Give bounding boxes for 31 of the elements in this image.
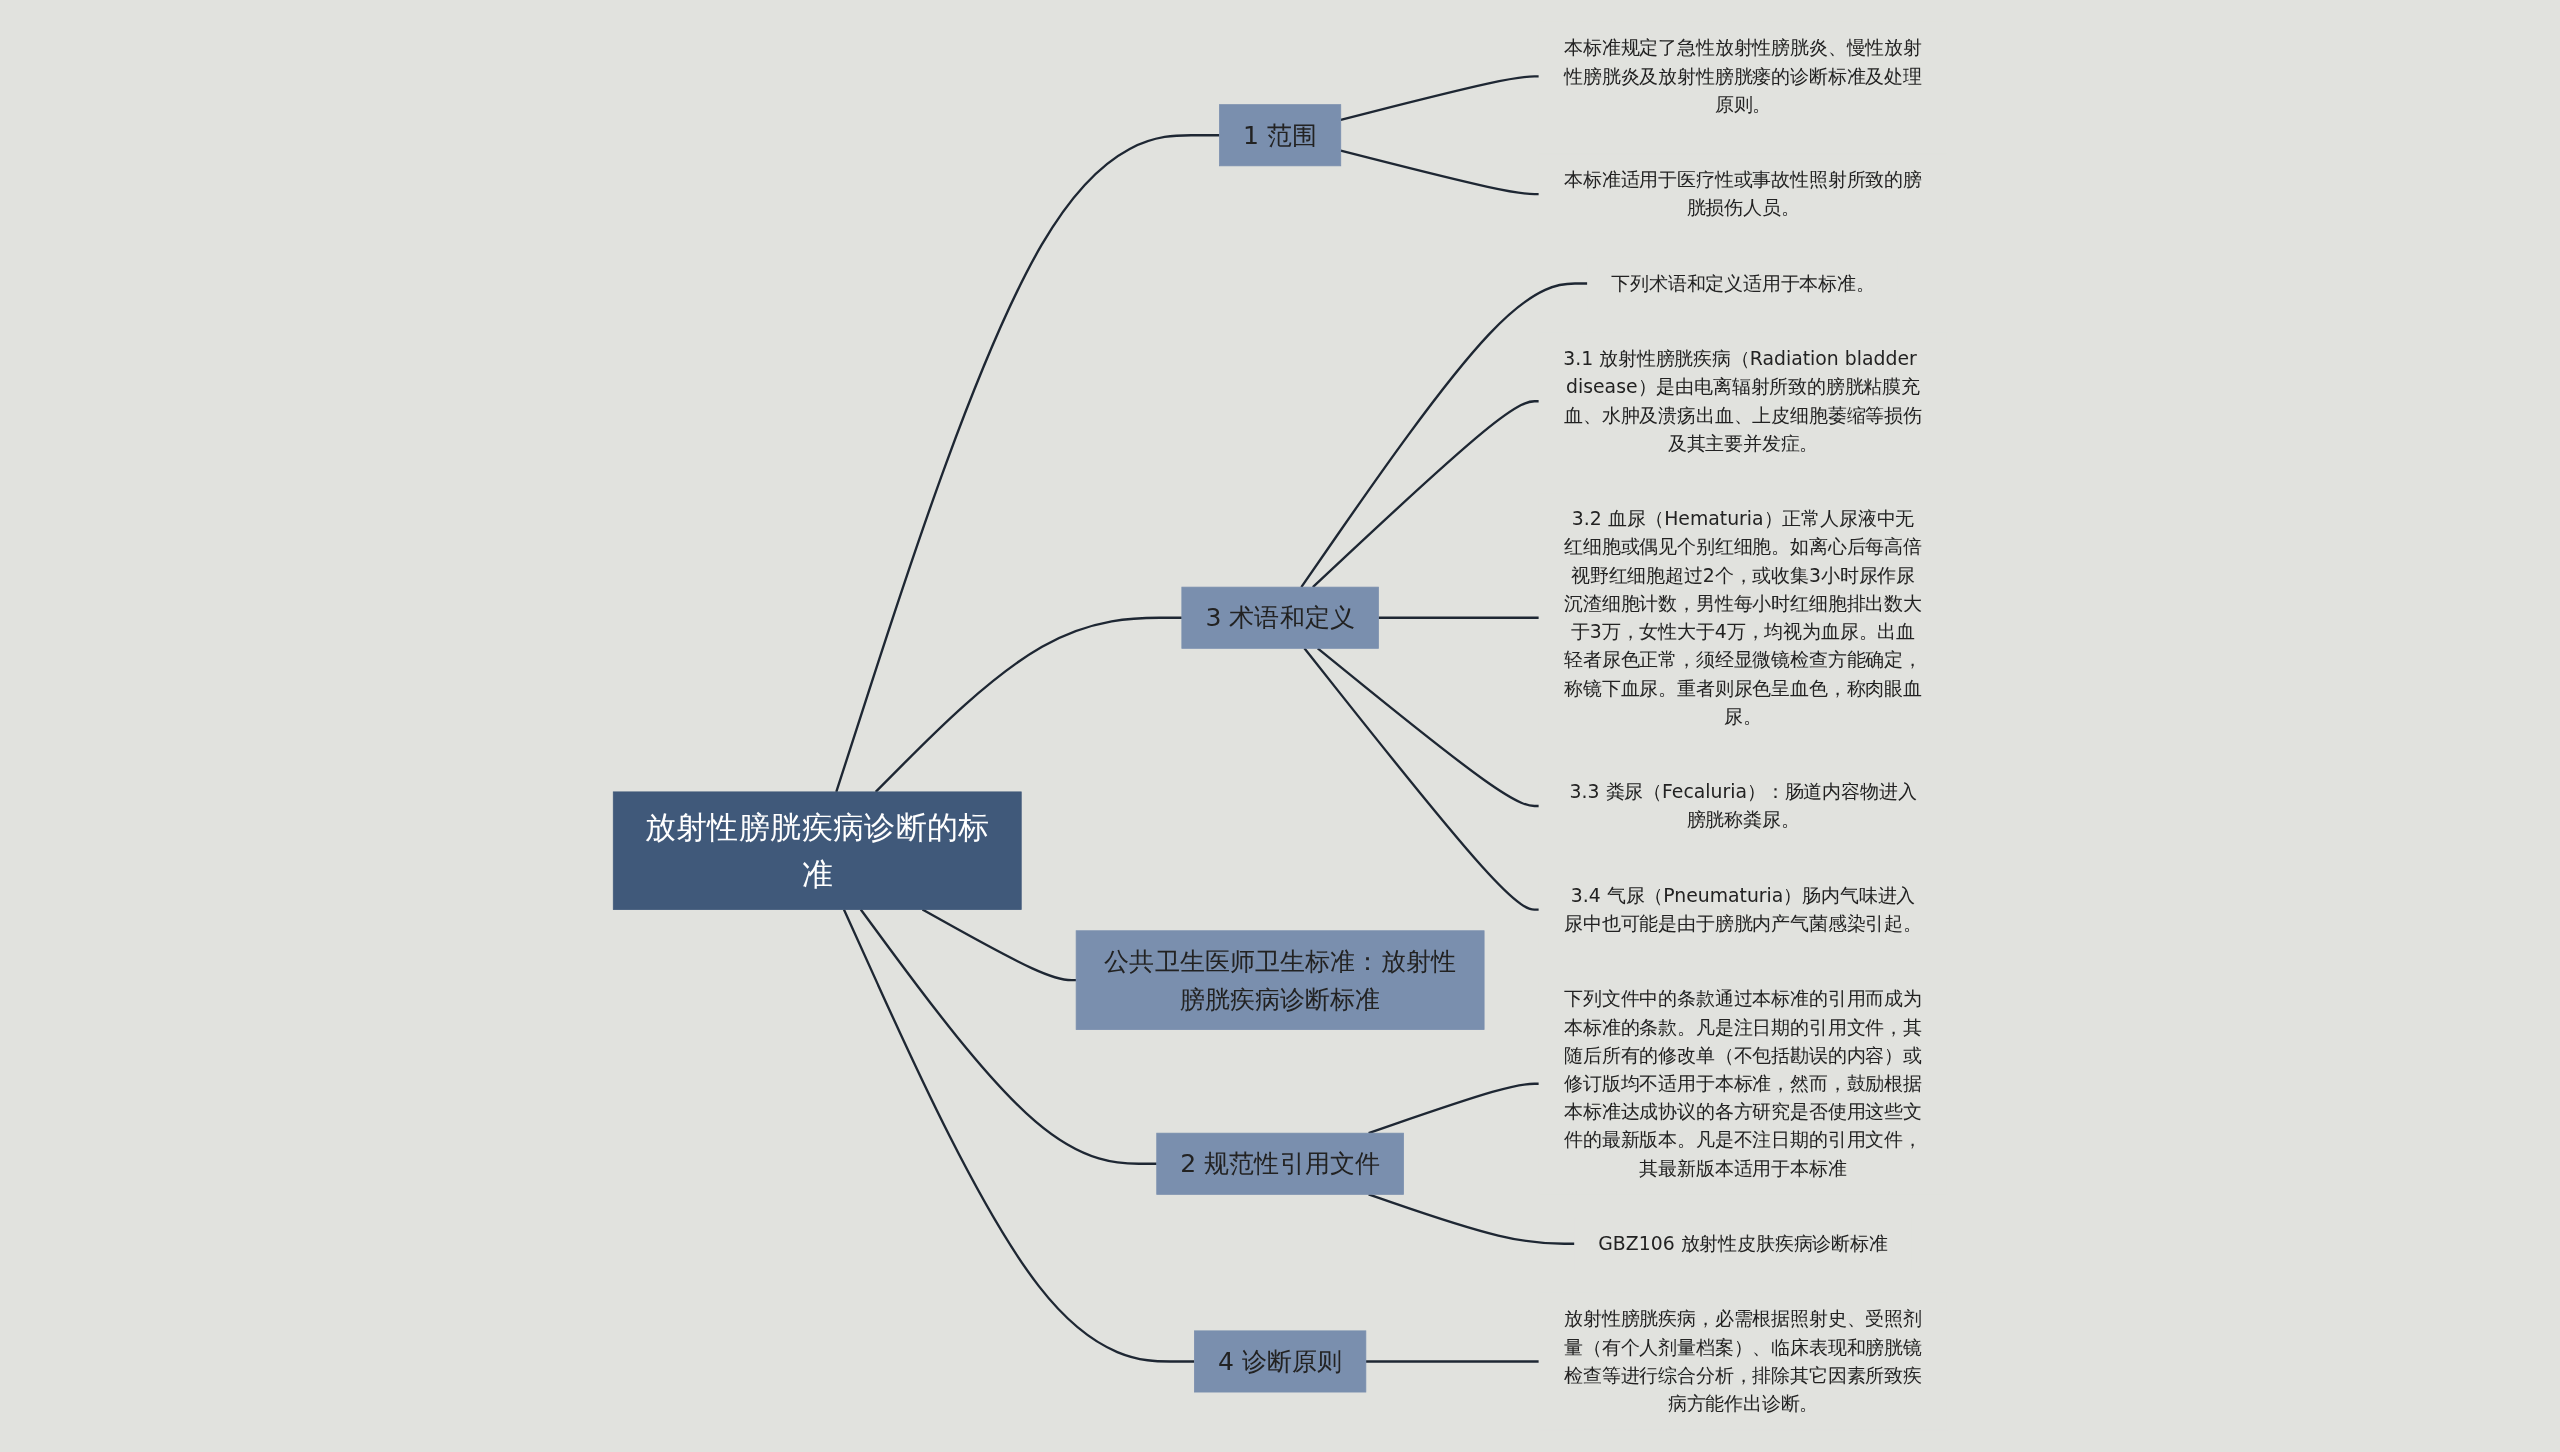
connector bbox=[1368, 1193, 1575, 1245]
connector bbox=[842, 909, 1195, 1363]
node-box: 公共卫生医师卫生标准：放射性膀胱疾病诊断标准 bbox=[1075, 930, 1485, 1030]
node-text: 放射性膀胱疾病，必需根据照射史、受照剂量（有个人剂量档案）、临床表现和膀胱镜检查等进行综合分析，排除其它因素所致疾病方能作出诊断。 bbox=[1564, 1308, 1922, 1415]
node-text: 3.1 放射性膀胱疾病（Radiation bladder disease）是由电离辐射所致的膀胱粘膜充血、水肿及溃疡出血、上皮细胞萎缩等损伤及其主要并发症。 bbox=[1563, 347, 1922, 455]
node-box: 3 术语和定义 bbox=[1181, 586, 1379, 649]
node-text: 3.2 血尿（Hematuria）正常人尿液中无红细胞或偶见个别红细胞。如离心后每高倍视野红细胞超过2个，或收集3小时尿作尿沉渣细胞计数，男性每小时红细胞排出数大于3万，女性大于4万，均视为血尿。出血轻者尿色正常，须经显微镜检查方能确定，称镜下血尿。重者则尿色呈血色，称肉眼血尿。 bbox=[1564, 507, 1922, 728]
connector bbox=[1316, 647, 1539, 808]
node-text: 3.4 气尿（Pneumaturia）肠内气味进入尿中也可能是由于膀胱内产气菌感染引起。 bbox=[1564, 884, 1922, 935]
node-text: GBZ106 放射性皮肤疾病诊断标准 bbox=[1598, 1232, 1888, 1255]
connector bbox=[1300, 282, 1588, 588]
connector bbox=[835, 134, 1220, 793]
connector bbox=[921, 908, 1076, 982]
node-box: 4 诊断原则 bbox=[1193, 1330, 1367, 1393]
connector bbox=[1378, 616, 1539, 619]
node-text: 下列术语和定义适用于本标准。 bbox=[1611, 272, 1875, 295]
connector bbox=[874, 616, 1182, 793]
connector bbox=[859, 908, 1157, 1165]
connector bbox=[1311, 400, 1539, 588]
node-text: 本标准适用于医疗性或事故性照射所致的膀胱损伤人员。 bbox=[1564, 168, 1922, 220]
node-box: 1 范围 bbox=[1219, 104, 1341, 167]
connector bbox=[1365, 1360, 1539, 1363]
node-box: 2 规范性引用文件 bbox=[1156, 1132, 1404, 1195]
connector bbox=[1368, 1082, 1539, 1135]
node-text: 本标准规定了急性放射性膀胱炎、慢性放射性膀胱炎及放射性膀胱瘘的诊断标准及处理原则。 bbox=[1564, 37, 1922, 116]
node-text: 下列文件中的条款通过本标准的引用而成为本标准的条款。凡是注日期的引用文件，其随后所有的修改单（不包括勘误的内容）或修订版均不适用于本标准，然而，鼓励根据本标准达成协议的各方研究是否使用这些文件的最新版本。凡是不注日期的引用文件，其最新版本适用于本标准 bbox=[1564, 988, 1922, 1180]
connector bbox=[1303, 647, 1539, 911]
node-box: 放射性膀胱疾病诊断的标准 bbox=[612, 791, 1022, 910]
connector bbox=[1340, 75, 1539, 121]
connector bbox=[1340, 149, 1539, 196]
node-text: 3.3 粪尿（Fecaluria）：肠道内容物进入膀胱称粪尿。 bbox=[1569, 780, 1917, 832]
